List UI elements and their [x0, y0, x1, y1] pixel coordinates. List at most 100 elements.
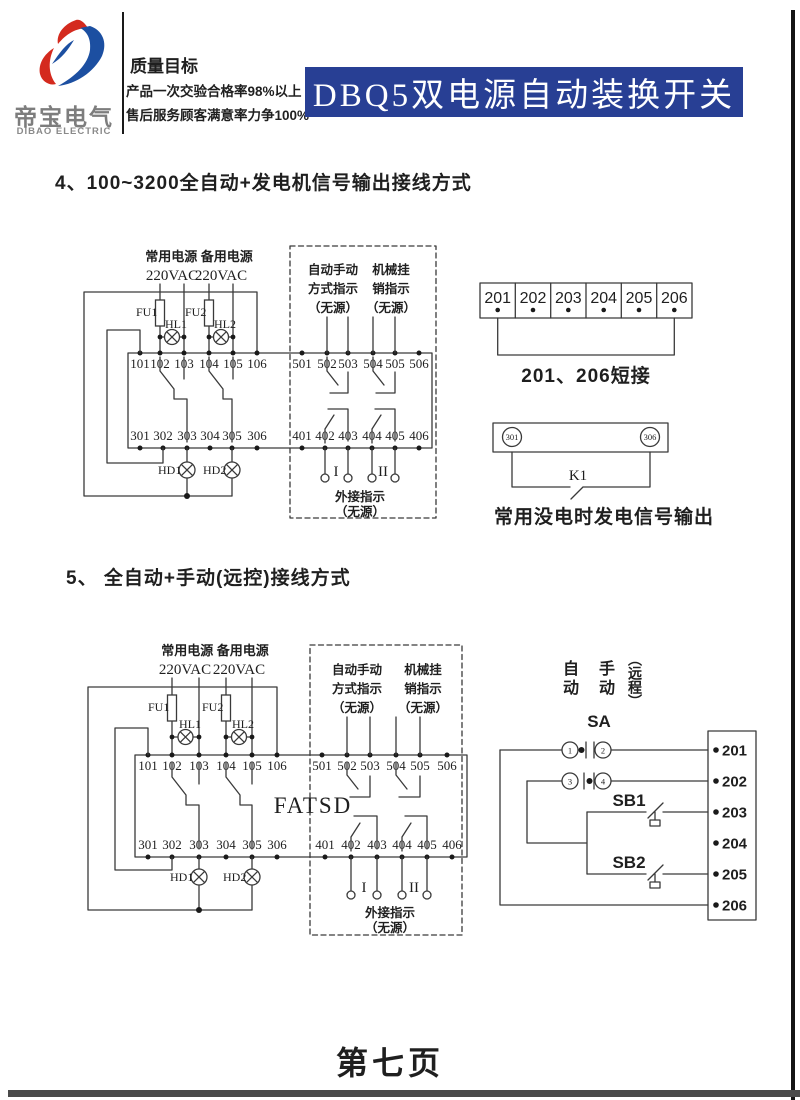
- power-source-header: 常用电源 备用电源: [161, 643, 269, 658]
- sa-contact-2: 2: [601, 746, 605, 756]
- circuit-i-label: I: [362, 880, 367, 896]
- indicator1-line: 自动手动: [332, 662, 383, 677]
- logo-swoosh-blue-inner: [52, 40, 74, 64]
- sa-common-wires: [499, 749, 709, 906]
- scan-edge-right: [791, 10, 795, 1100]
- indicator1-line: （无源）: [332, 700, 382, 715]
- terminal-label: 506: [437, 758, 457, 773]
- quality-goal-line2: 售后服务顾客满意率力争100%: [126, 108, 310, 123]
- circuit-i-label: I: [334, 464, 339, 480]
- contact-404-405: [401, 815, 428, 852]
- section4-wiring-diagram: 常用电源 备用电源 220VAC 220VAC FU1 FU2 HL1 HL2 …: [83, 245, 714, 528]
- column-terminal-label: 206: [722, 898, 747, 915]
- terminal-label: 106: [267, 758, 287, 773]
- sb1-actuator: [649, 819, 661, 827]
- k1-label: K1: [569, 468, 587, 484]
- circuit-ii-label: II: [409, 880, 419, 896]
- loop-302-101: [114, 727, 173, 871]
- terminal-label: 505: [410, 758, 430, 773]
- hd-lamp-wires: [198, 856, 253, 911]
- terminal-label: 302: [153, 428, 173, 443]
- logo-en-text: DIBAO ELECTRIC: [16, 126, 112, 137]
- device-box: [127, 352, 433, 449]
- quality-goal-title: 质量目标: [130, 57, 198, 76]
- power-source-header: 常用电源 备用电源: [145, 249, 253, 264]
- indicator1-line: （无源）: [308, 300, 358, 315]
- sa-contact-4: 4: [601, 777, 606, 787]
- hd2-label: HD2: [203, 463, 226, 477]
- relay-terminal-306: 306: [644, 432, 657, 442]
- indicator1-line: 方式指示: [332, 681, 383, 696]
- fu1-label: FU1: [148, 700, 169, 714]
- vac-label: 220VAC: [146, 268, 198, 284]
- lamp-hd2-cross: [245, 870, 259, 884]
- terminal-label: 501: [292, 356, 312, 371]
- external-ind-label: 外接指示: [364, 905, 416, 920]
- terminal-row-501: 501 502 503 504 505 506: [312, 752, 457, 773]
- passive-indicator-dashed-box: [289, 245, 437, 519]
- indicator2-line: 销指示: [372, 281, 410, 296]
- block-cell-label: 204: [590, 290, 617, 307]
- device-box: [134, 754, 468, 858]
- external-ind-label: 外接指示: [334, 489, 386, 504]
- column-terminal-label: 203: [722, 805, 747, 822]
- device-model-label: FATSD: [274, 793, 353, 818]
- terminal-row-401: 401 402 403 404 405 406: [292, 428, 429, 451]
- indicator-leads: [326, 316, 396, 354]
- terminal-label: 306: [247, 428, 267, 443]
- product-banner: DBQ5双电源自动装换开关: [305, 67, 743, 117]
- loop-302-101: [106, 329, 164, 464]
- terminal-label: 506: [409, 356, 429, 371]
- column-terminal-label: 201: [722, 743, 747, 760]
- column-terminal-label: 204: [722, 836, 748, 853]
- sa-position-auto: 自动: [560, 660, 577, 698]
- bus-wires: [87, 686, 278, 911]
- changeover-contact-1: [171, 761, 200, 850]
- relay-caption: 常用没电时发电信号输出: [494, 505, 714, 528]
- logo-cn-text: 帝宝电气: [14, 104, 114, 130]
- lamp-hl1-cross: [166, 331, 178, 343]
- column-terminal-label: 205: [722, 867, 747, 884]
- terminal-label: 401: [315, 837, 335, 852]
- vac-label: 220VAC: [213, 662, 265, 678]
- hd-lamp-wires: [186, 447, 233, 497]
- block-cell-label: 202: [520, 290, 547, 307]
- jumper-wire: [497, 317, 675, 356]
- lamp-hl1-cross: [179, 731, 192, 743]
- changeover-contact-2: [225, 761, 253, 850]
- logo-swoosh-red-top: [57, 19, 88, 44]
- contact-502-503: [346, 761, 371, 798]
- external-ind-leads: [350, 856, 428, 892]
- terminal-label: 503: [338, 356, 358, 371]
- lamp-hd1-cross: [180, 463, 194, 477]
- hl1-label: HL1: [179, 717, 201, 731]
- external-ind-label: （无源）: [335, 504, 385, 519]
- terminal-label: 101: [138, 758, 158, 773]
- fuse-fu2: [220, 694, 232, 722]
- hd1-label: HD1: [170, 870, 193, 884]
- section5-title: 5、 全自动+手动(远控)接线方式: [66, 568, 351, 589]
- terminal-label: 301: [130, 428, 150, 443]
- hd1-label: HD1: [158, 463, 181, 477]
- sb2-label: SB2: [612, 853, 645, 872]
- section5-wiring-diagram: 常用电源 备用电源 220VAC 220VAC FU1 FU2 HL1 HL2 …: [87, 643, 757, 936]
- contact-502-503: [326, 356, 349, 394]
- fu2-label: FU2: [185, 305, 206, 319]
- terminal-label: 302: [162, 837, 182, 852]
- indicator2-line: 机械挂: [404, 662, 442, 677]
- sa-position-remote: （远程）: [627, 652, 643, 708]
- hd2-label: HD2: [223, 870, 246, 884]
- sb2-pushbutton: [586, 864, 709, 883]
- changeover-contact-1: [159, 356, 188, 443]
- logo-swoosh-blue: [58, 26, 105, 86]
- terminal-label: 101: [130, 356, 150, 371]
- indicator-leads: [346, 716, 421, 756]
- sa-contact-row2-wires: [526, 772, 709, 790]
- terminal-row-401: 401 402 403 404 405 406: [315, 837, 462, 860]
- sa-label: SA: [587, 712, 611, 731]
- scan-edge-bottom: [8, 1090, 800, 1097]
- lamp-hd2-cross: [225, 463, 239, 477]
- vac-label: 220VAC: [159, 662, 211, 678]
- indicator1-line: 自动手动: [308, 262, 359, 277]
